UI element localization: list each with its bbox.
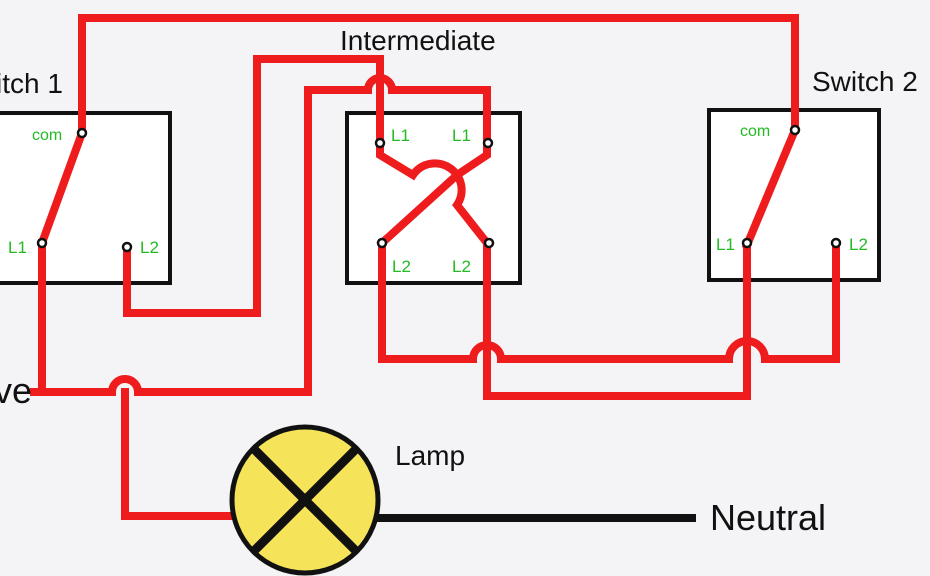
intermediate-l2-right-terminal — [483, 237, 495, 249]
switch2-l1-terminal — [741, 237, 753, 249]
switch2-l2-label: L2 — [849, 235, 868, 254]
switch1-l1-label: L1 — [8, 238, 27, 257]
top-loop-wire — [78, 14, 799, 137]
intermediate-label: Intermediate — [340, 25, 496, 56]
switch1-l2-wire — [123, 55, 384, 317]
live-wires — [30, 14, 840, 520]
lamp-label: Lamp — [395, 440, 465, 471]
switch2-com-label: com — [740, 123, 770, 140]
switch1-l2-terminal — [121, 241, 133, 253]
switch2-com-terminal — [789, 124, 801, 136]
switch1-com-label: com — [32, 127, 62, 144]
intermediate-l2-right-label: L2 — [452, 257, 471, 276]
lamp-feed-wire — [121, 388, 236, 520]
intermediate-l2-left-label: L2 — [392, 257, 411, 276]
switch2-lever — [741, 124, 801, 251]
switch2-l2-terminal — [830, 237, 842, 249]
live-feed-wire — [30, 74, 491, 396]
switch1-box — [0, 111, 172, 285]
intermediate-l2-right-wire — [483, 239, 751, 400]
terminals — [36, 124, 842, 253]
switch1-label: itch 1 — [0, 68, 63, 99]
intermediate-l2-left-terminal — [376, 237, 388, 249]
terminal-labels: com L1 L2 L1 L1 L2 L2 com L1 L2 — [8, 123, 868, 276]
switch1-l2-label: L2 — [140, 238, 159, 257]
switch2-l1-label: L1 — [716, 235, 735, 254]
intermediate-l1-right-label: L1 — [452, 126, 471, 145]
switch1-l1-terminal — [36, 237, 48, 249]
switch1-lever — [36, 127, 88, 249]
neutral-label: Neutral — [710, 497, 826, 538]
lamp-icon — [229, 424, 381, 576]
intermediate-cross-b — [376, 139, 491, 249]
intermediate-cross-a — [376, 139, 493, 249]
switch1-com-terminal — [76, 127, 88, 139]
intermediate-l2-left-wire — [378, 239, 840, 363]
lamp-cross-b — [249, 444, 361, 556]
intermediate-l1-left-terminal — [374, 137, 386, 149]
intermediate-l1-right-terminal — [482, 137, 494, 149]
live-label: ve — [0, 370, 32, 411]
intermediate-l1-left-label: L1 — [391, 126, 410, 145]
switch2-label: Switch 2 — [812, 66, 918, 97]
